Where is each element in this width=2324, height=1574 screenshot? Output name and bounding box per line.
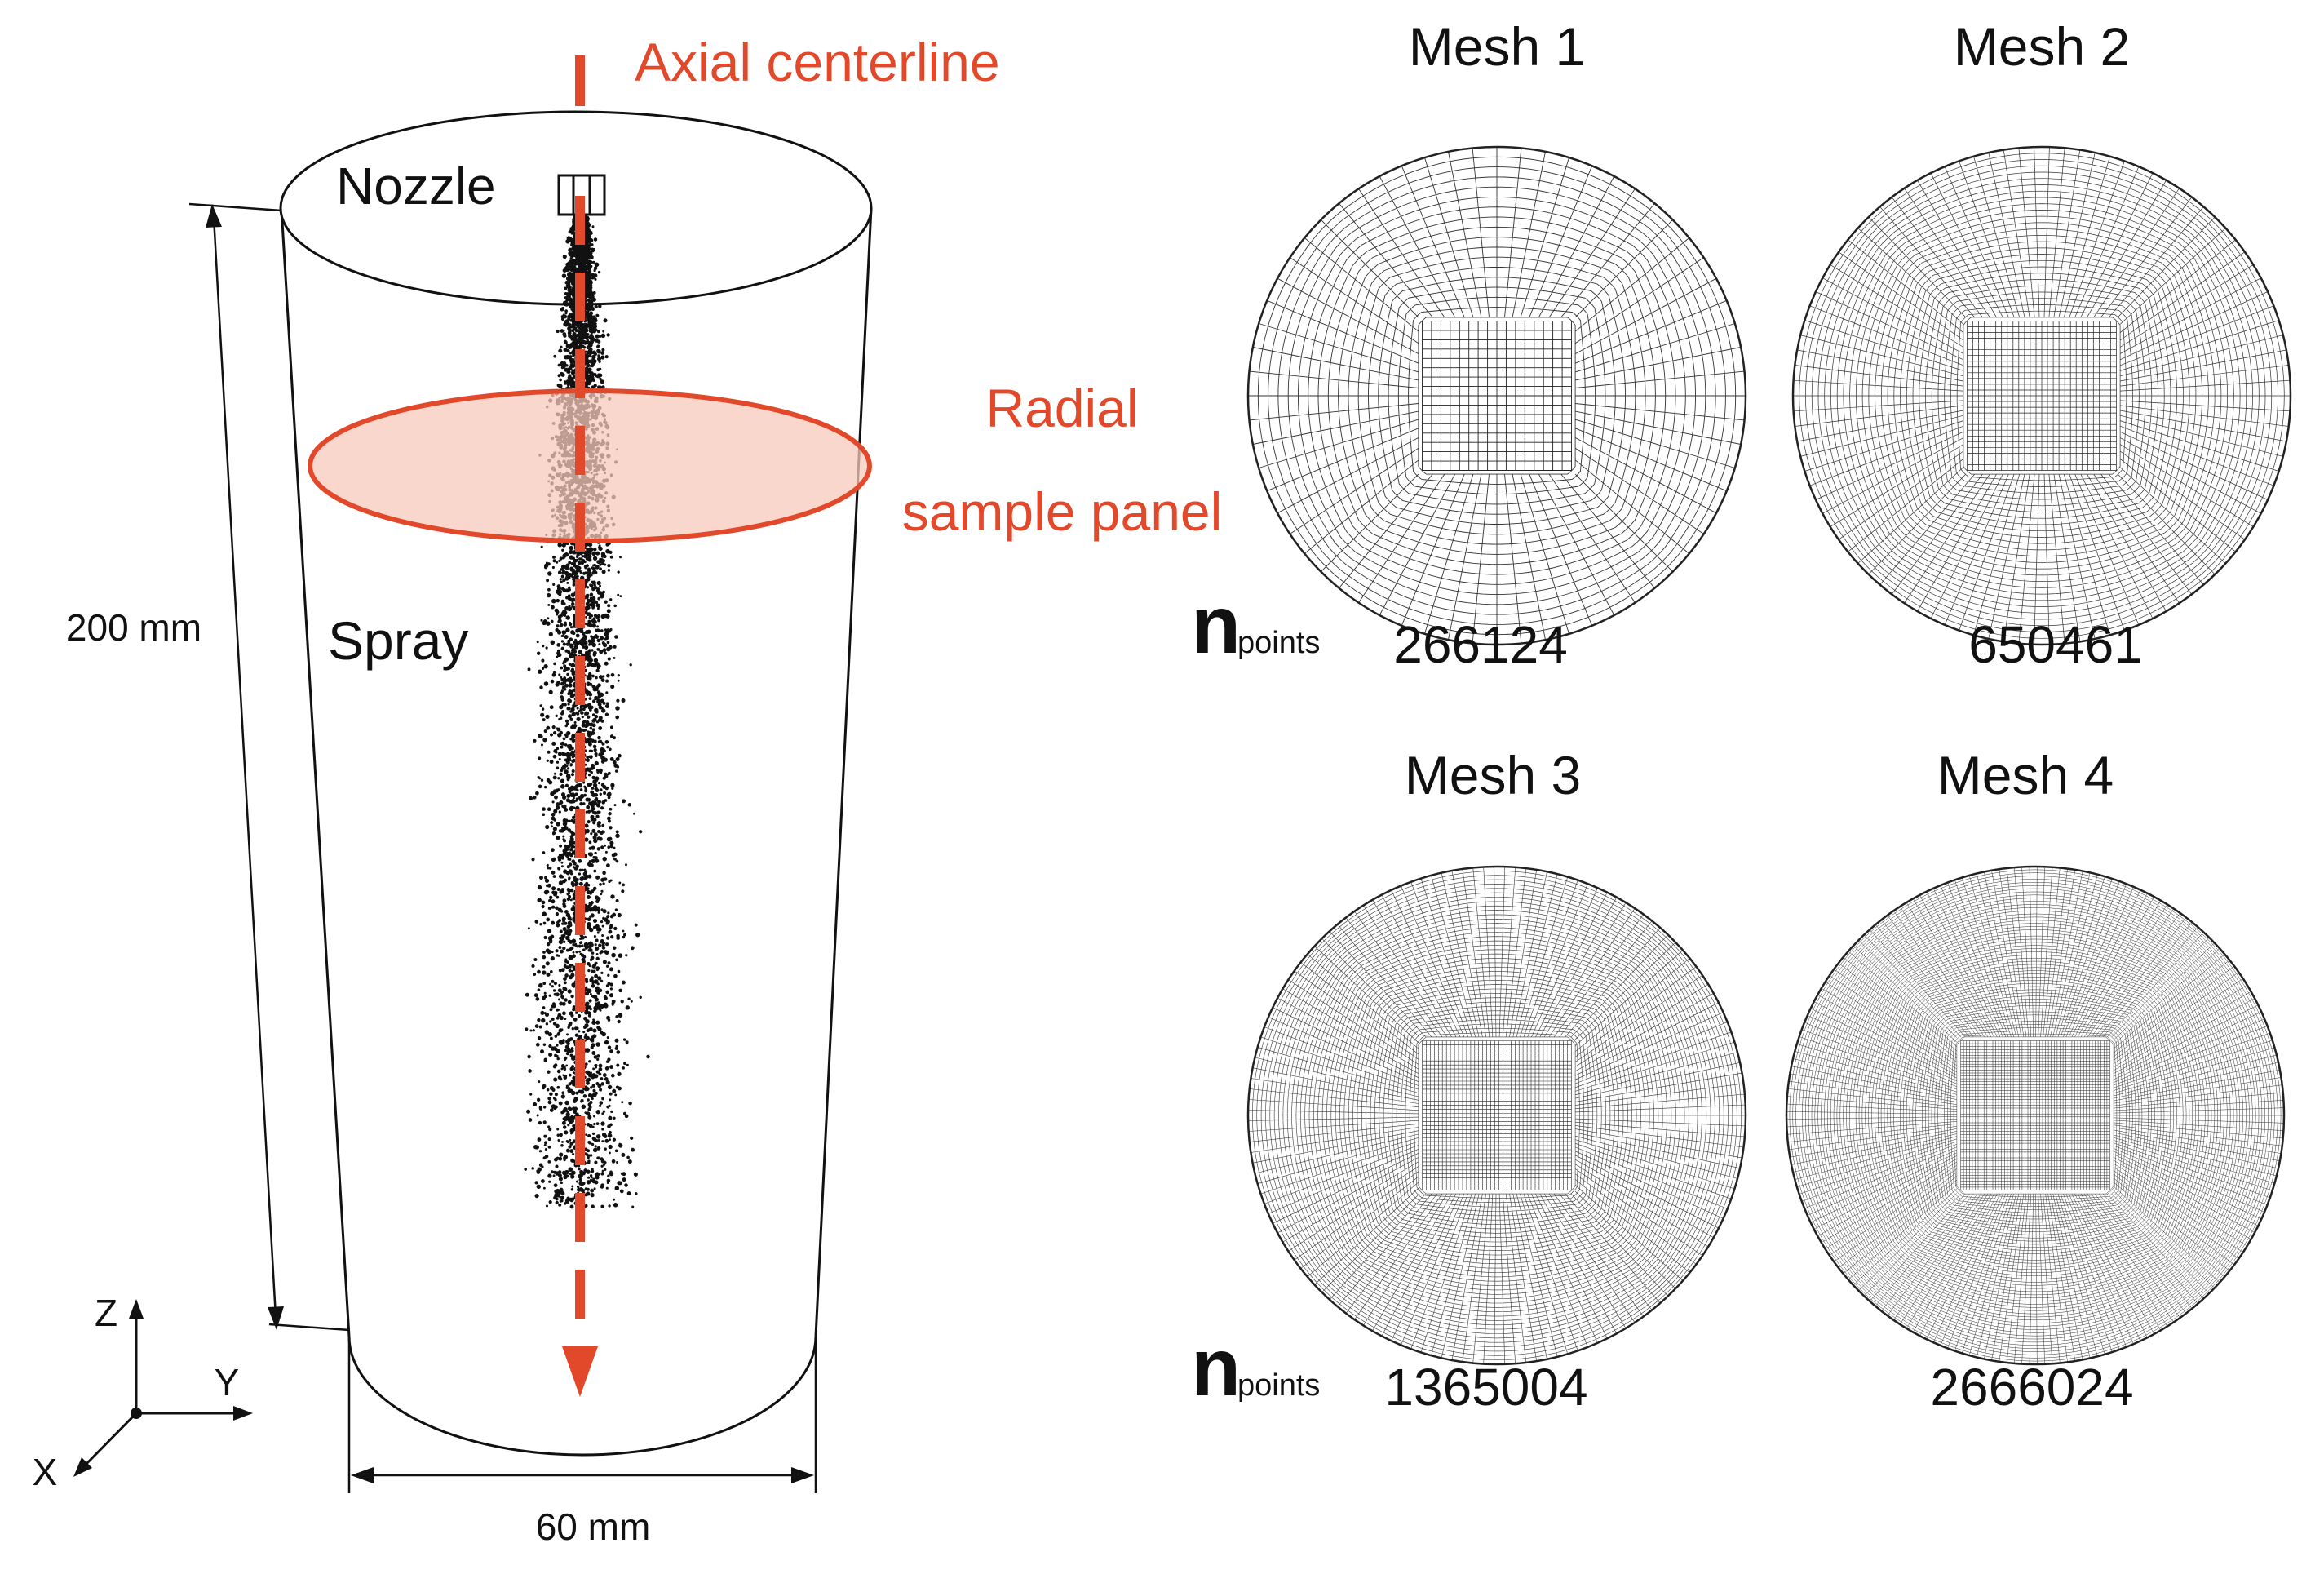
width-label: 60 mm: [536, 1505, 651, 1548]
cylinder-right-wall: [814, 207, 873, 1337]
spray-droplets: [524, 214, 650, 1209]
mesh-3-title: Mesh 3: [1405, 745, 1581, 805]
npoints-sub: points: [1237, 626, 1320, 660]
width-dimension: 60 mm: [347, 1338, 817, 1548]
mesh-4-points: 2666024: [1930, 1358, 2133, 1417]
npoints-label-row2: n points: [1191, 1322, 1320, 1413]
mesh-3-points: 1365004: [1384, 1358, 1587, 1417]
cylinder-bottom: [347, 1336, 817, 1457]
axis-x-label: X: [33, 1451, 58, 1493]
npoints-main: n: [1191, 579, 1241, 671]
spray-droplet-cloud: [524, 214, 650, 1209]
mesh-4-grid: [1785, 865, 2286, 1366]
npoints-main: n: [1191, 1322, 1241, 1413]
coordinate-axes: Z Y X: [33, 1292, 253, 1493]
axis-y-label: Y: [215, 1361, 240, 1403]
axis-z-label: Z: [95, 1292, 117, 1334]
radial-label-line2: sample panel: [902, 481, 1223, 542]
cylinder-left-wall: [280, 207, 351, 1337]
mesh-1-grid: [1246, 145, 1747, 646]
radial-sample-panel: [308, 388, 872, 543]
mesh-2-title: Mesh 2: [1954, 16, 2130, 77]
mesh-2-grid: [1791, 145, 2292, 646]
mesh-1-points: 266124: [1393, 615, 1568, 674]
height-dimension: 200 mm: [66, 202, 350, 1332]
axial-centerline: [562, 55, 598, 1397]
radial-label-line1: Radial: [985, 378, 1138, 438]
axial-centerline-label: Axial centerline: [635, 32, 1000, 92]
nozzle-label: Nozzle: [336, 157, 496, 215]
spray-label: Spray: [328, 610, 468, 671]
mesh-4-title: Mesh 4: [1937, 745, 2114, 805]
npoints-label-row1: n points: [1191, 579, 1320, 671]
mesh-panels: [1246, 145, 2292, 1366]
mesh-1-title: Mesh 1: [1409, 16, 1585, 77]
mesh-3-grid: [1246, 865, 1747, 1366]
mesh-2-points: 650461: [1968, 615, 2143, 674]
height-label: 200 mm: [66, 606, 201, 649]
axial-arrow-head: [562, 1346, 598, 1397]
npoints-sub: points: [1237, 1368, 1320, 1403]
